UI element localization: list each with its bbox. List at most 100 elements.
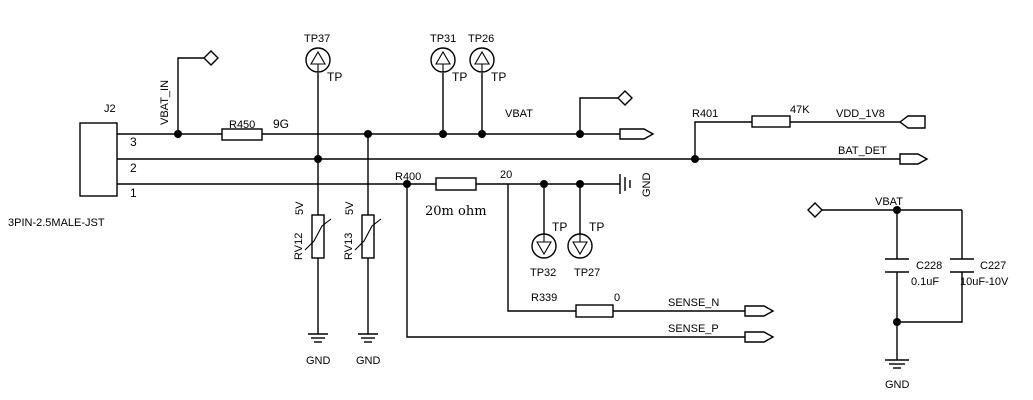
net-label-vbat: VBAT — [505, 108, 533, 120]
capacitor-c227: C227 10uF-10V — [950, 258, 1009, 288]
port-diamond — [203, 50, 219, 66]
connector-ref: J2 — [104, 103, 116, 115]
resistor-body — [221, 128, 263, 141]
connector-j2: J2 3 2 1 3PIN-2.5MALE-JST — [8, 103, 137, 229]
testpoint-tp37: TP37 TP — [304, 33, 342, 84]
resistor-r450: R450 9G — [221, 117, 289, 141]
junction-dot — [364, 130, 372, 138]
testpoint-type: TP — [452, 70, 467, 84]
gnd-symbol-pin1: GND — [619, 173, 653, 198]
testpoint-ref: TP26 — [468, 33, 494, 45]
resistor-ref: R401 — [692, 108, 718, 120]
port-bidirectional — [898, 115, 926, 129]
junction-dot — [576, 130, 584, 138]
resistor-body — [435, 177, 477, 191]
port-arrow — [744, 305, 775, 317]
varistor-ref: RV12 — [293, 233, 305, 260]
junctions — [174, 130, 901, 326]
testpoint-tp26: TP26 TP — [468, 33, 506, 84]
net-vdd-1v8: VDD_1V8 — [836, 108, 926, 129]
net-sense-p: SENSE_P — [668, 323, 775, 343]
resistor-value: 20m ohm — [425, 204, 487, 219]
capacitor-c228: C228 0.1uF — [885, 258, 942, 288]
net-bat-det: BAT_DET — [838, 145, 929, 165]
gnd-symbol-rv13: GND — [356, 333, 381, 367]
connector-pin-3: 3 — [130, 135, 137, 149]
testpoint-arrow — [536, 234, 552, 256]
net-label-vdd-1v8: VDD_1V8 — [836, 108, 885, 120]
gnd-label: GND — [885, 379, 910, 391]
wires — [117, 57, 963, 360]
testpoint-type: TP — [491, 70, 506, 84]
connector-part: 3PIN-2.5MALE-JST — [8, 217, 105, 229]
junction-dot — [893, 318, 901, 326]
testpoint-arrow — [474, 50, 490, 72]
resistor-r339: R339 0 — [531, 292, 620, 318]
testpoint-ref: TP32 — [530, 267, 556, 279]
connector-body — [79, 122, 118, 197]
net-vbat-in: VBAT_IN — [159, 50, 219, 125]
varistor-value: 5V — [294, 201, 306, 215]
junction-dot — [691, 155, 699, 163]
net-label-bat-det: BAT_DET — [838, 145, 887, 157]
connector-pin-2: 2 — [130, 161, 137, 175]
connector-pin-1: 1 — [130, 186, 137, 200]
port-arrow — [899, 153, 929, 165]
testpoint-type: TP — [589, 220, 604, 234]
net-label-vbat-in: VBAT_IN — [159, 80, 171, 125]
testpoint-tp31: TP31 TP — [430, 33, 467, 84]
resistor-value: 0 — [614, 292, 620, 304]
gnd-label: GND — [306, 355, 331, 367]
varistor-slash — [304, 218, 332, 251]
resistor-r401: R401 47K — [692, 104, 810, 128]
testpoint-ref: TP27 — [574, 267, 600, 279]
port-arrow — [619, 128, 655, 140]
gnd-label: GND — [641, 173, 653, 198]
gnd-symbol-rv12: GND — [306, 333, 331, 367]
junction-dot — [439, 130, 447, 138]
capacitor-ref: C228 — [916, 260, 942, 272]
junction-dot — [478, 130, 486, 138]
varistor-slash — [354, 218, 382, 251]
net-label-sense-n: SENSE_N — [668, 297, 719, 309]
net-vbat-caps: VBAT — [807, 196, 903, 218]
net-sense-n: SENSE_N — [668, 297, 775, 317]
junction-dot — [540, 180, 548, 188]
junction-dot — [314, 155, 322, 163]
varistor-body — [361, 214, 375, 259]
port-diamond — [617, 90, 633, 106]
testpoint-ref: TP31 — [430, 33, 456, 45]
gnd-symbol-caps: GND — [885, 359, 910, 391]
junction-dot — [174, 130, 182, 138]
varistor-body — [311, 214, 325, 259]
junction-dot — [576, 180, 584, 188]
varistor-ref: RV13 — [343, 233, 355, 260]
testpoint-ref: TP37 — [304, 33, 330, 45]
capacitor-ref: C227 — [980, 260, 1006, 272]
capacitor-value: 0.1uF — [911, 276, 939, 288]
resistor-value: 9G — [273, 117, 289, 131]
node-label: 20 — [500, 169, 512, 181]
testpoint-tp32: TP TP32 — [530, 220, 567, 279]
resistor-ref: R339 — [531, 292, 557, 304]
resistor-ref: R400 — [395, 171, 421, 183]
net-label-vbat-caps: VBAT — [875, 196, 903, 208]
port-arrow — [744, 331, 775, 343]
resistor-body — [575, 304, 614, 318]
testpoint-arrow — [572, 234, 588, 256]
testpoint-type: TP — [327, 70, 342, 84]
net-vbat-flag: VBAT — [505, 90, 655, 140]
resistor-value: 47K — [790, 104, 810, 116]
capacitor-value: 10uF-10V — [960, 276, 1009, 288]
testpoint-arrow — [435, 50, 451, 72]
gnd-label: GND — [356, 355, 381, 367]
net-label-sense-p: SENSE_P — [668, 323, 719, 335]
varistor-rv13: 5V RV13 — [343, 201, 382, 260]
port-diamond — [807, 202, 823, 218]
testpoint-tp27: TP TP27 — [567, 220, 604, 279]
testpoint-arrow — [310, 50, 326, 72]
resistor-ref: R450 — [229, 119, 255, 131]
junction-dot — [403, 180, 411, 188]
resistor-r400: R400 20m ohm 20 — [395, 169, 512, 219]
